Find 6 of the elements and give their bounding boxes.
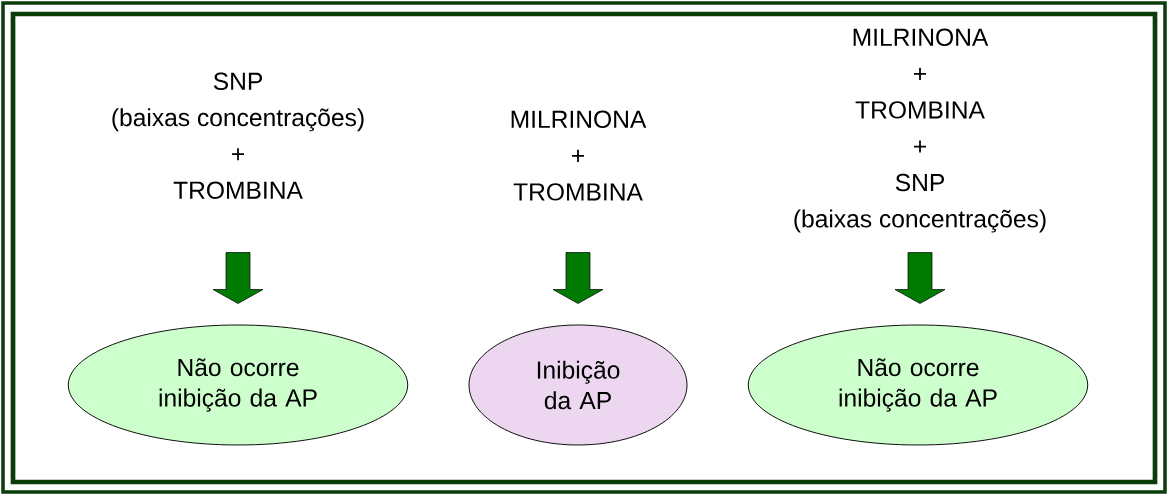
block-arrow [894,252,946,304]
ingredient-text: MILRINONA + TROMBINA [511,110,647,201]
block-arrow [212,252,264,304]
ingredient-text: SNP (baixas concentrações) + TROMBINA [112,72,364,199]
block-arrow [552,252,604,304]
ingredient-text: MILRINONA + TROMBINA + SNP (baixas concentrações) [794,28,1046,233]
